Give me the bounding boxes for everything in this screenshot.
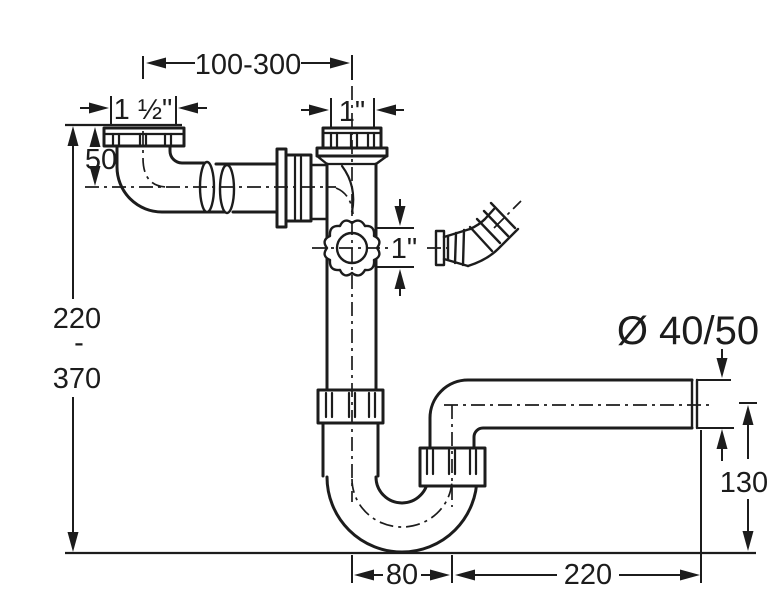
inlet-compression-nut — [275, 147, 329, 229]
dim-height-min: 220 — [53, 303, 101, 335]
dim-height-separator: - — [74, 327, 84, 359]
hose-barb-fitting — [434, 201, 520, 268]
inlet-elbow — [115, 144, 279, 215]
u-bend-centerline — [351, 478, 453, 528]
outlet-pipe — [428, 378, 699, 450]
dim-side-thread: 1" — [391, 233, 417, 265]
barb-centerline-out — [493, 200, 522, 229]
dim-drop: 50 — [85, 144, 117, 176]
pipe-break-right — [218, 163, 236, 215]
dim-outlet-diameter: Ø 40/50 — [617, 309, 759, 353]
arrowheads — [67, 57, 754, 581]
dim-vertical-thread: 1" — [339, 96, 365, 128]
dim-height-max: 370 — [53, 363, 101, 395]
dim-outlet-height: 130 — [720, 467, 768, 499]
elbow-centerline — [142, 131, 167, 188]
dim-trap-offset: 80 — [386, 559, 418, 591]
trap-inlet-nut — [316, 388, 385, 478]
tee-flow-centerline — [335, 187, 354, 215]
u-bend — [325, 475, 479, 554]
centerlines — [85, 86, 714, 528]
dimension-labels: 100-300 1 ½" 1" 50 220 - 370 1" Ø 40/50 … — [53, 49, 768, 591]
inlet-nut — [102, 126, 186, 148]
dim-outlet-length: 220 — [564, 559, 612, 591]
pipework — [102, 126, 699, 554]
dim-inlet-thread: 1 ½" — [114, 94, 173, 126]
dim-top-span: 100-300 — [195, 49, 301, 81]
